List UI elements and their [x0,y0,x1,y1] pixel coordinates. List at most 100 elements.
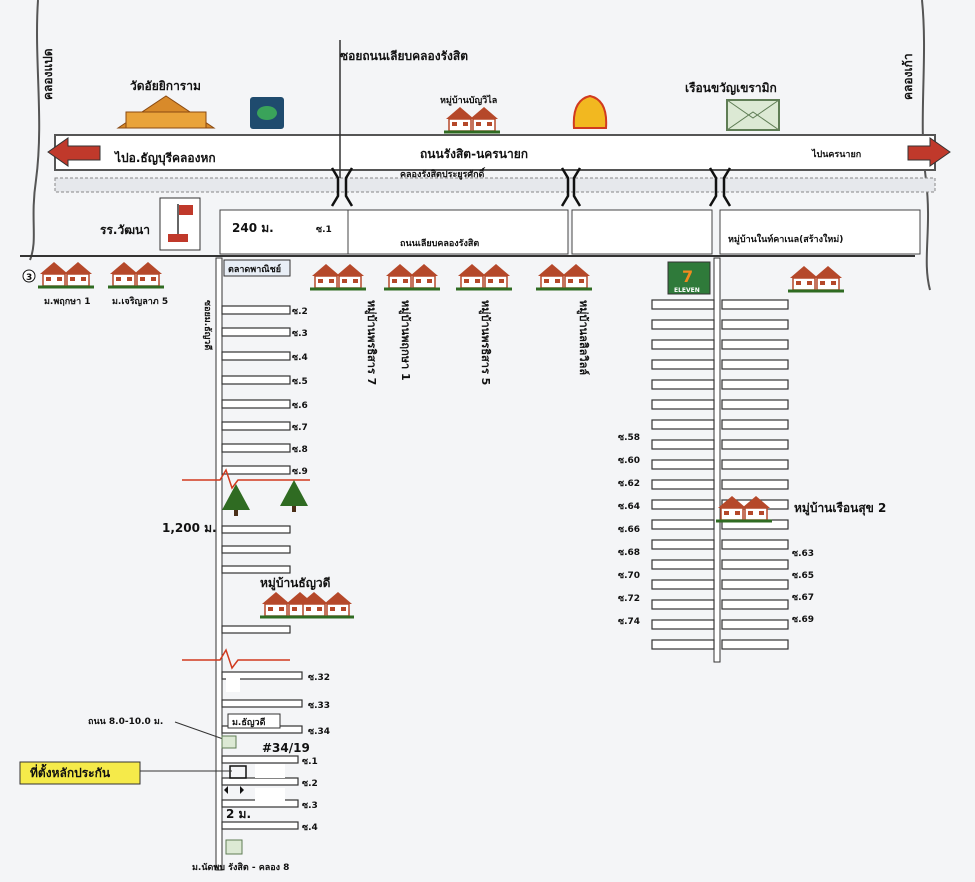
soi-label: ซ.2 [292,307,308,317]
soi-branch [221,443,291,453]
soi-label: ซ.60 [618,456,640,466]
soi-branch [721,419,789,430]
soi-branch [221,375,291,385]
soi-branch [721,299,789,310]
tree-icon [280,480,308,512]
soi-branch [721,539,789,550]
soi-label: ซ.63 [792,549,814,559]
break-mark-icon [182,648,290,670]
collateral-label: ที่ตั้งหลักประกัน [30,763,111,780]
soi-branch [221,305,291,315]
soi-label: ซ.74 [618,617,640,627]
soi-branch [721,639,789,650]
soi-label: ซ.34 [308,727,330,737]
left-arrow-icon [47,137,101,167]
dimension-arrow-icon [224,786,244,794]
soi-label: ซ.4 [302,823,318,833]
block-b [347,209,569,255]
envelope-fold-icon [726,99,780,131]
distance-240: 240 ม. [232,221,274,235]
road-width-leader [174,721,227,741]
canal-left-label: คลองแปด [41,48,55,100]
m-nadpob-label: ม.นัดพบ รังสิต - คลอง 8 [192,862,289,873]
circle-number-badge [22,269,36,283]
soi-branch [221,777,299,786]
break-mark-icon [182,468,310,490]
soi-branch [651,499,715,510]
soi-label: ซ.66 [618,525,640,535]
soi-branch [221,755,299,764]
soi-branches-lower: ซ.32ซ.33ซ.34ซ.1ซ.2ซ.3ซ.4 [221,671,330,833]
soi-label: ซ.3 [302,801,318,811]
village-top-label: หมู่บ้านบัญวิไล [440,94,497,106]
seven-eleven-number: 7 [682,267,693,286]
soi-branch [651,299,715,310]
house-icon [534,262,594,291]
house-icon [308,262,368,291]
vertical-village-4: หมู่บ้านลลิลวิลล์ [576,300,590,375]
soi-branch [651,519,715,530]
soi-label: ซ.1 [302,757,318,767]
soi-branch [721,579,789,590]
soi-label: ซ.2 [302,779,318,789]
soi-branch [721,439,789,450]
plot-marker [229,765,247,779]
soi-branch [651,399,715,410]
m-tanyawadee-label: ม.ธัญวดี [232,717,266,728]
soi-label: ซ.72 [618,594,640,604]
soi-branch [651,559,715,570]
soi-branch [721,319,789,330]
house-icon [36,260,96,289]
soi-branch [221,699,303,708]
m-charoen-label: ม.เจริญลาภ 5 [112,296,168,307]
frontage-road-label: ถนนเลียบคลองรังสิต [400,238,479,249]
soi-branch [221,327,291,337]
soi-label: ซ.62 [618,479,640,489]
main-road-label: ถนนรังสิต-นครนายก [420,147,528,161]
soi-branch [721,479,789,490]
soi-branch [651,599,715,610]
soi-branch [651,539,715,550]
soi-branch [721,379,789,390]
soi-branch [721,599,789,610]
seven-eleven-icon [667,261,711,295]
soi-branch [221,545,291,554]
house-icon [296,590,356,619]
leaf-icon [257,106,277,120]
soi-label: ซ.3 [292,329,308,339]
soi-road-name: ซอยม.ธัญวดี [202,300,213,350]
house-icon [454,262,514,291]
m-tanyawadee-box [227,713,281,729]
soi-label: ซ.70 [618,571,640,581]
rangsit-canal-label: คลองรังสิตประยูรศักดิ์ [400,167,486,180]
canal-right-label: คลองเก้า [901,53,915,100]
soi-branch [721,399,789,410]
road-width-label: ถนน 8.0-10.0 ม. [88,717,163,727]
vertical-village-3: หมู่บ้านพรธิสาร 5 [478,300,492,385]
soi-label: ซ.8 [292,445,308,455]
soi-1-top: ซ.1 [316,225,332,235]
soi-label: ซ.58 [618,433,640,443]
soi-branch [221,351,291,361]
market-box [223,259,291,277]
soi-branch [221,399,291,409]
canal-left-line [29,0,41,261]
soi-branch [651,379,715,390]
soi-label: ซ.7 [292,423,308,433]
soi-branch [651,439,715,450]
white-patch [226,678,240,692]
flag-base-icon [168,234,188,242]
tree-icon [222,484,250,516]
vertical-village-1: หมู่บ้านพรธิสาร 7 [364,300,378,385]
soi-branch [721,559,789,570]
envelope-icon [726,99,780,131]
soi-label: ซ.9 [292,467,308,477]
market-label: ตลาดพาณิชย์ [228,263,281,275]
soi-label: ซ.69 [792,615,814,625]
soi-branch [221,525,291,534]
circle-number: 3 [26,273,32,283]
soi-branches-mid [221,525,291,634]
restaurant-label: เรือนขวัญเขรามิก [685,81,777,95]
soi-label: ซ.67 [792,593,814,603]
